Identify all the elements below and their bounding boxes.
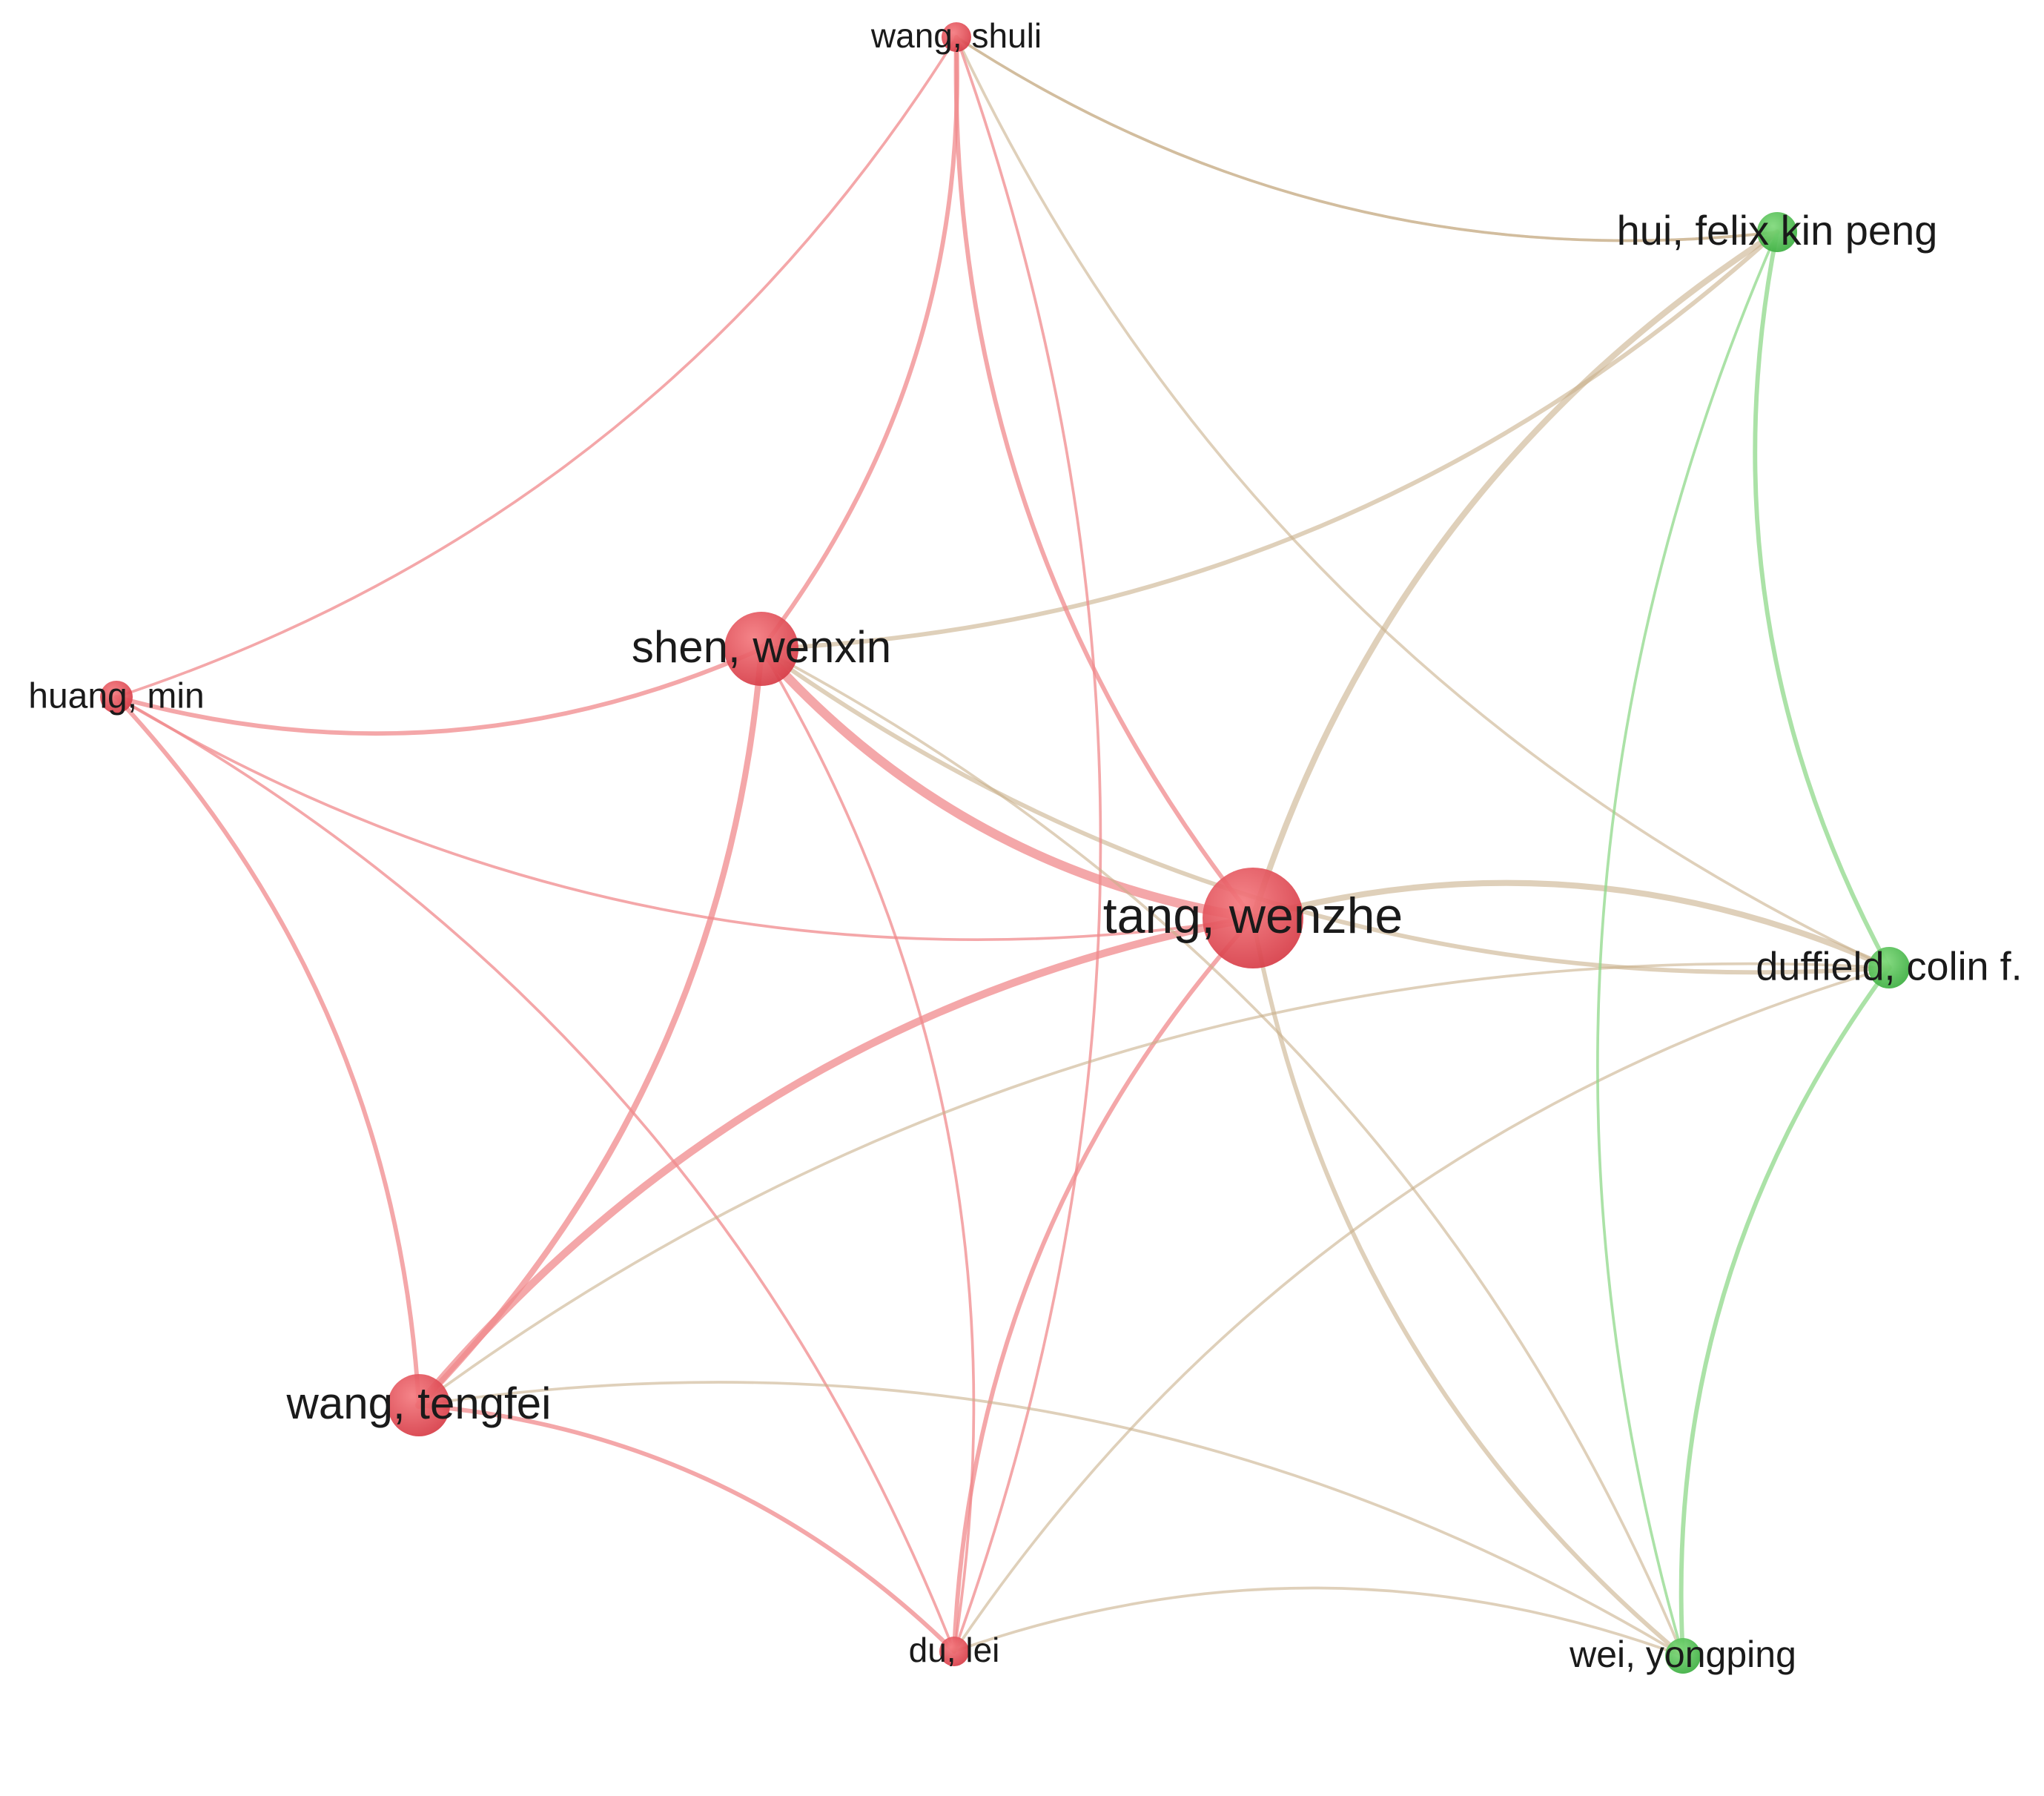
network-edge <box>115 36 958 699</box>
network-edge <box>115 696 1254 941</box>
network-edge <box>955 36 1891 969</box>
node-huang-min[interactable] <box>100 681 133 713</box>
node-du-lei[interactable] <box>939 1637 969 1666</box>
network-edge <box>760 647 1684 1657</box>
network-edge <box>759 35 959 651</box>
node-label-huang-min: huang, min <box>28 677 205 716</box>
network-edge <box>114 695 421 1407</box>
node-wei-yongping[interactable] <box>1665 1638 1701 1674</box>
node-wang-tengfei[interactable] <box>388 1374 450 1436</box>
network-edge <box>1249 228 1781 922</box>
node-label-duffield-colin: duffield, colin f. <box>1756 944 2022 988</box>
network-edge <box>1678 965 1891 1658</box>
node-hui-felix[interactable] <box>1757 212 1797 252</box>
network-edge <box>115 696 956 1653</box>
label-layer: wang, shuli hui, felix kin peng shen, wenx… <box>28 16 2022 1675</box>
network-edge <box>114 647 764 736</box>
node-label-wang-tengfei: wang, tengfei <box>286 1379 552 1428</box>
network-edge <box>952 916 1255 1654</box>
network-edge <box>760 647 976 1653</box>
network-edge <box>417 1403 956 1654</box>
node-label-du-lei: du, lei <box>909 1631 1000 1669</box>
node-label-shen-wenxin: shen, wenxin <box>632 622 891 672</box>
network-edge <box>417 1381 1684 1657</box>
node-label-hui-felix: hui, felix kin peng <box>1617 207 1938 254</box>
network-edge <box>953 36 1102 1653</box>
network-edge <box>415 645 765 1409</box>
network-edge <box>953 1586 1684 1657</box>
network-edge <box>417 962 1891 1407</box>
network-edge <box>414 914 1257 1410</box>
network-edge <box>1251 916 1685 1658</box>
node-shen-wenxin[interactable] <box>724 612 798 686</box>
node-duffield-colin[interactable] <box>1868 947 1910 988</box>
node-label-tang-wenzhe: tang, wenzhe <box>1103 888 1403 944</box>
node-label-wei-yongping: wei, yongping <box>1569 1634 1796 1675</box>
network-edge <box>953 35 1255 920</box>
node-layer <box>100 22 1910 1674</box>
node-tang-wenzhe[interactable] <box>1203 868 1303 968</box>
edge-layer <box>114 35 1893 1658</box>
network-edge <box>953 966 1891 1653</box>
network-edge <box>1753 230 1891 970</box>
network-edge <box>759 230 1779 651</box>
network-edge <box>756 644 1258 923</box>
network-edge <box>1249 879 1893 971</box>
node-label-wang-shuli: wang, shuli <box>870 16 1042 55</box>
network-edge <box>955 36 1779 242</box>
node-wang-shuli[interactable] <box>942 22 971 52</box>
network-edge <box>1596 231 1779 1657</box>
